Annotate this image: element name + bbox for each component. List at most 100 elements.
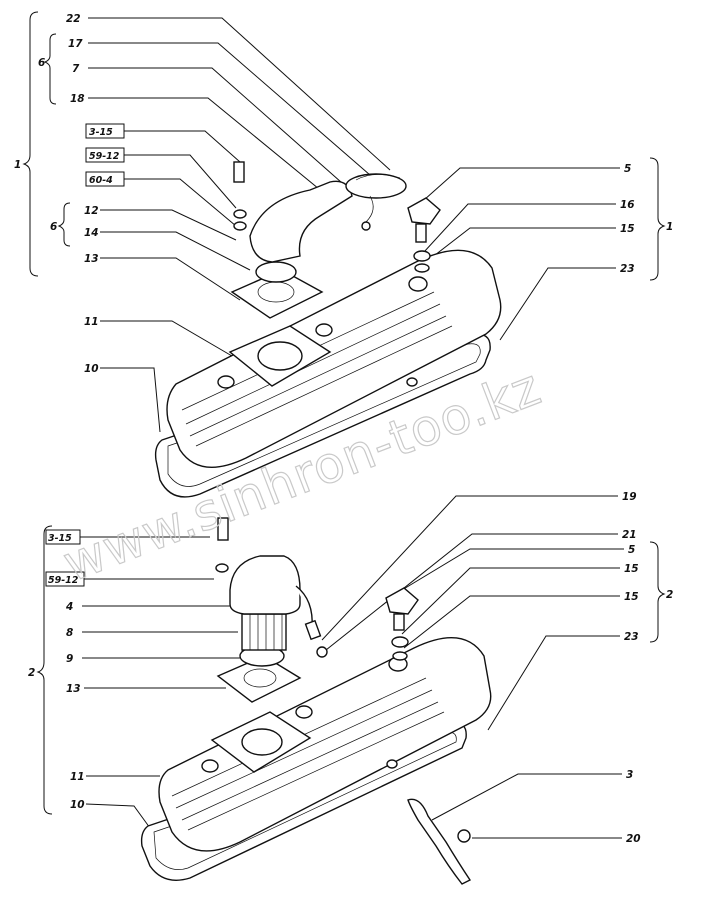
bolt	[217, 517, 229, 541]
leader-59-12	[124, 154, 237, 209]
cap-nut	[407, 197, 441, 225]
boxed-ref-59-12: 59-12	[89, 151, 120, 162]
cover-stud	[408, 276, 428, 292]
cap-nut-stem	[393, 613, 405, 631]
leader-5	[423, 167, 620, 201]
breather-filter	[241, 613, 287, 651]
seal-washer	[413, 250, 431, 262]
callout-20: 20	[626, 833, 641, 845]
cover-stud	[295, 705, 313, 719]
breather-gasket-hole	[243, 668, 277, 688]
callout-16: 16	[620, 199, 635, 211]
leader-22	[88, 17, 391, 171]
leader-16	[423, 203, 616, 253]
leader-21	[325, 533, 618, 651]
washer	[233, 209, 247, 219]
right-brace	[649, 541, 666, 643]
callout-11: 11	[84, 316, 99, 328]
callout-23: 23	[620, 263, 635, 275]
callout-17: 17	[68, 38, 83, 50]
subgroup-label-b: 6	[50, 221, 57, 233]
callout-10: 10	[84, 363, 99, 375]
filter-pleats	[249, 614, 283, 650]
seal-washer	[392, 651, 408, 661]
subgroup-brace-a	[43, 33, 57, 105]
cover-gasket-inner	[167, 343, 481, 487]
cap-chain	[365, 195, 374, 223]
group-label: 2	[28, 667, 35, 679]
seal-washer	[414, 263, 430, 273]
cover-stud	[201, 759, 219, 773]
leader-23	[499, 267, 616, 341]
gasket-hole	[386, 759, 398, 769]
breather-hose	[407, 798, 472, 885]
boxed-ref-3-15: 3-15	[48, 533, 72, 544]
oil-filler-opening	[257, 341, 303, 371]
cap-nut	[385, 587, 419, 615]
callout-11: 11	[70, 771, 85, 783]
leader-11	[100, 320, 233, 357]
leader-3-15	[124, 130, 241, 163]
callout-19: 19	[622, 491, 637, 503]
group-brace-left	[36, 525, 53, 815]
leader-7	[88, 67, 351, 191]
leader-17	[88, 42, 371, 176]
callout-23: 23	[624, 631, 639, 643]
callout-4: 4	[65, 601, 73, 613]
group-label: 1	[14, 159, 21, 171]
washer	[233, 221, 247, 231]
valve-cover	[158, 637, 492, 852]
bolt	[233, 161, 245, 183]
upper-assembly: 1 6 6 1 22 17 7 18 3-15 59-12 60-4 12 14	[14, 11, 673, 498]
washer	[215, 563, 229, 573]
leader-14	[100, 231, 251, 271]
filter-element	[255, 261, 297, 283]
callout-8: 8	[66, 627, 73, 639]
group-brace-left	[22, 11, 39, 277]
callout-15-b: 15	[624, 591, 639, 603]
leader-12	[100, 209, 237, 241]
lower-assembly: 2 2 3-15 59-12 4 8 9 13 11 10 19 21 5 15…	[28, 491, 673, 885]
filler-neck	[249, 180, 353, 263]
right-brace	[649, 157, 666, 281]
boxed-ref-59-12: 59-12	[48, 575, 79, 586]
boxed-ref-3-15: 3-15	[89, 127, 113, 138]
leader-13	[100, 257, 241, 301]
cap-chain-ring	[361, 221, 371, 231]
breather-tube-fitting	[304, 619, 322, 641]
leader-3	[431, 773, 622, 821]
cover-stud	[315, 323, 333, 337]
callout-5: 5	[628, 544, 635, 556]
boxed-ref-60-4: 60-4	[89, 175, 113, 186]
leader-15-b	[403, 595, 620, 649]
right-group-label: 2	[666, 589, 673, 601]
subgroup-label-a: 6	[38, 57, 45, 69]
callout-15: 15	[620, 223, 635, 235]
callout-7: 7	[72, 63, 80, 75]
breather-housing	[229, 555, 301, 615]
gasket-hole	[406, 377, 418, 387]
hose-clamp	[457, 829, 471, 843]
leader-10	[100, 367, 161, 433]
callout-3: 3	[626, 769, 633, 781]
cap-nut-stem	[415, 223, 427, 243]
leader-19	[321, 495, 618, 641]
leader-5	[401, 548, 624, 591]
callout-13: 13	[84, 253, 99, 265]
seal-washer	[391, 636, 409, 648]
callout-13: 13	[66, 683, 81, 695]
cover-stud	[217, 375, 235, 389]
leader-15	[425, 227, 616, 263]
filler-cap-line	[355, 174, 401, 181]
callout-15-a: 15	[624, 563, 639, 575]
callout-10: 10	[70, 799, 85, 811]
clamp	[316, 646, 328, 658]
callout-12: 12	[84, 205, 99, 217]
leader-60-4	[124, 178, 237, 227]
right-group-label: 1	[666, 221, 673, 233]
filler-cap	[345, 173, 407, 199]
callout-18: 18	[70, 93, 85, 105]
leader-15-a	[401, 567, 620, 635]
